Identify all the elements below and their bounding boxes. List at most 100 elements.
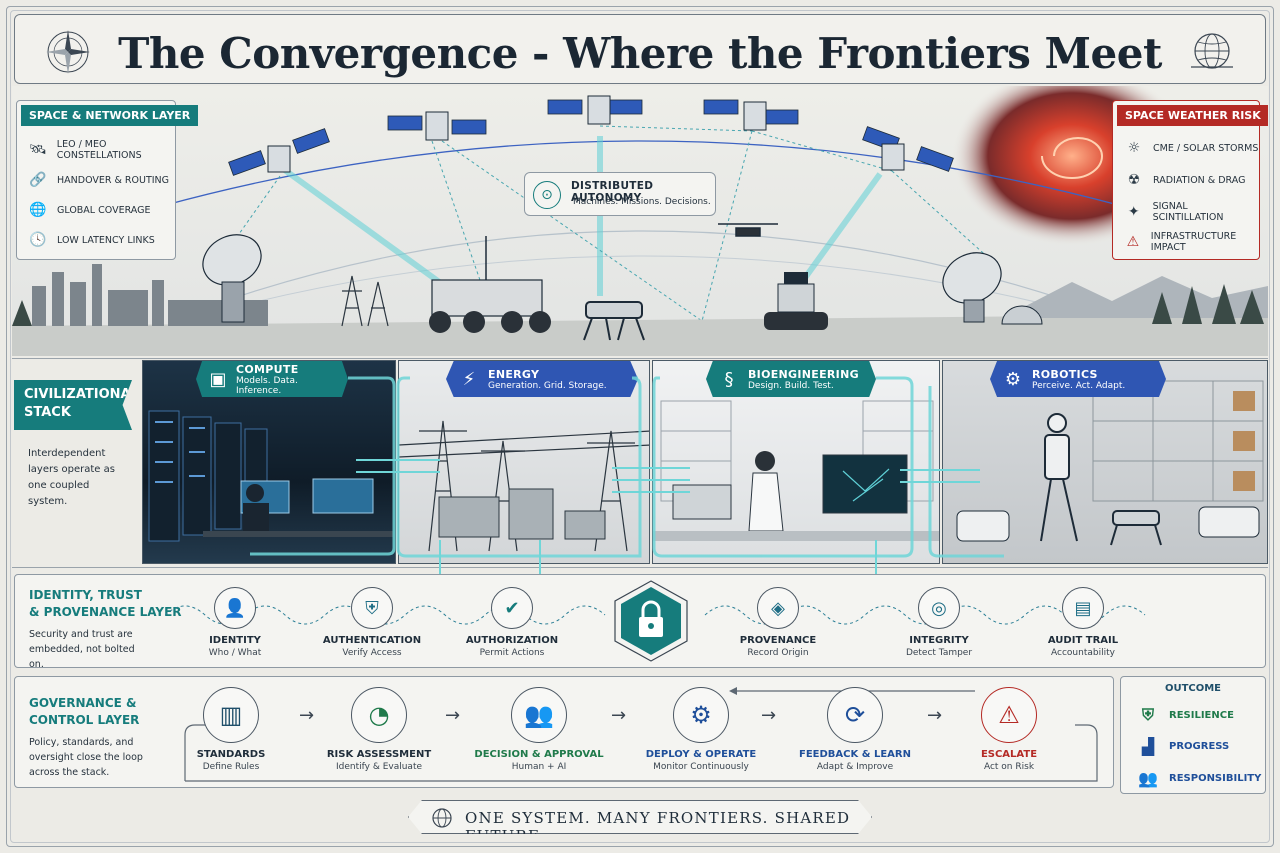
escalate-step: ⚠ ESCALATE Act on Risk — [939, 687, 1079, 772]
globe-icon: 🌐 — [29, 202, 47, 218]
space-scene: SPACE & NETWORK LAYER 🛰 LEO / MEO CONSTE… — [12, 86, 1268, 356]
user-icon: 👤 — [214, 587, 256, 629]
globe-icon — [432, 808, 452, 828]
governance-layer-panel: GOVERNANCE & CONTROL LAYER Policy, stand… — [14, 676, 1114, 788]
scene-illustration — [12, 86, 1268, 356]
dna-icon: § — [724, 368, 734, 390]
decision-approval-step: 👥 DECISION & APPROVAL Human + AI — [469, 687, 609, 772]
inner-frame — [10, 10, 1270, 843]
gear-icon: ⚙ — [673, 687, 729, 743]
lock-hexagon — [609, 579, 693, 663]
space-network-heading: SPACE & NETWORK LAYER — [21, 105, 199, 126]
autonomy-title: DISTRIBUTED AUTONOMY — [571, 180, 654, 204]
substation-illustration — [399, 420, 649, 552]
governance-layer-description: Policy, standards, and oversight close t… — [29, 737, 143, 778]
arrow-right-icon: → — [611, 705, 627, 726]
warehouse-illustration — [956, 380, 1264, 546]
autonomy-subtitle: Machines. Missions. Decisions. — [573, 197, 711, 207]
fingerprint-icon: ◎ — [918, 587, 960, 629]
satellite-icon — [228, 99, 954, 176]
arrow-right-icon: → — [927, 705, 943, 726]
radiation-icon: ☢ — [1127, 172, 1141, 188]
space-network-item: 🕓 LOW LATENCY LINKS — [29, 232, 155, 248]
warning-icon: ⚠ — [1126, 234, 1140, 250]
governance-layer-title: GOVERNANCE & CONTROL LAYER — [29, 696, 140, 727]
space-weather-item: ⚠ INFRASTRUCTURE IMPACT — [1126, 231, 1237, 253]
footer-tagline: ONE SYSTEM. MANY FRONTIERS. SHARED FUTUR… — [465, 809, 851, 845]
rover — [431, 279, 543, 317]
identity-layer-panel: IDENTITY, TRUST & PROVENANCE LAYER Secur… — [14, 574, 1266, 670]
space-network-item: 🔗 HANDOVER & ROUTING — [29, 172, 170, 188]
space-network-item: 🌐 GLOBAL COVERAGE — [29, 202, 151, 218]
identity-layer-title: IDENTITY, TRUST & PROVENANCE LAYER — [29, 588, 182, 619]
humanoid-robot — [1040, 413, 1078, 542]
clock-icon: 🕓 — [29, 232, 47, 248]
robot-dog — [583, 301, 645, 341]
stack-label: CIVILIZATIONAL STACK — [14, 380, 132, 430]
outcome-responsibility: 👥 RESPONSIBILITY — [1138, 769, 1262, 788]
refresh-icon: ⟳ — [827, 687, 883, 743]
satellite-icon: 🛰 — [29, 142, 47, 158]
civilizational-stack-band — [12, 358, 1268, 568]
compass-rose-icon — [46, 30, 90, 74]
provenance-node: ◈ PROVENANCE Record Origin — [718, 587, 838, 658]
document-icon: ▤ — [1062, 587, 1104, 629]
link-icon: 🔗 — [29, 172, 47, 188]
space-network-panel: SPACE & NETWORK LAYER 🛰 LEO / MEO CONSTE… — [16, 100, 199, 260]
outcome-resilience: ⛨ RESILIENCE — [1137, 705, 1234, 725]
broadcast-icon: ⊙ — [533, 181, 561, 209]
sparkle-icon: ✦ — [1127, 204, 1140, 220]
standards-step: ▥ STANDARDS Define Rules — [161, 687, 301, 772]
lightning-icon: ⚡ — [462, 368, 476, 390]
arrow-right-icon: → — [299, 705, 315, 726]
space-weather-item: ☼ CME / SOLAR STORMS — [1125, 139, 1259, 157]
space-weather-item: ☢ RADIATION & DRAG — [1125, 171, 1246, 189]
space-weather-panel: SPACE WEATHER RISK ☼ CME / SOLAR STORMS … — [1112, 100, 1268, 260]
outcome-progress: ▟ PROGRESS — [1137, 737, 1229, 756]
tracked-robot — [764, 272, 828, 330]
risk-assessment-step: ◔ RISK ASSESSMENT Identify & Evaluate — [309, 687, 449, 772]
drone — [718, 223, 778, 237]
arrow-right-icon: → — [761, 705, 777, 726]
bioengineering-tile — [652, 360, 940, 564]
book-icon: ▥ — [203, 687, 259, 743]
globe-icon — [1191, 33, 1233, 69]
arrow-right-icon: → — [445, 705, 461, 726]
outcome-title: OUTCOME — [1164, 683, 1222, 694]
robot-arm-icon: ⚙ — [1004, 368, 1022, 390]
identity-node: 👤 IDENTITY Who / What — [175, 587, 295, 658]
space-network-item: 🛰 LEO / MEO CONSTELLATIONS — [29, 139, 142, 161]
compute-tile — [142, 360, 396, 564]
identity-layer-description: Security and trust are embedded, not bol… — [29, 629, 135, 670]
people-icon: 👥 — [511, 687, 567, 743]
gauge-icon: ◔ — [351, 687, 407, 743]
space-weather-item: ✦ SIGNAL SCINTILLATION — [1125, 201, 1259, 223]
deploy-operate-step: ⚙ DEPLOY & OPERATE Monitor Continuously — [631, 687, 771, 772]
page-title: The Convergence - Where the Frontiers Me… — [118, 29, 1162, 78]
lab-illustration — [653, 400, 939, 541]
footer-banner: ONE SYSTEM. MANY FRONTIERS. SHARED FUTUR… — [408, 800, 872, 834]
outcome-panel: OUTCOME ⛨ RESILIENCE ▟ PROGRESS 👥 RESPON… — [1120, 676, 1266, 794]
cube-icon: ◈ — [757, 587, 799, 629]
outer-frame — [6, 6, 1274, 847]
lock-icon — [614, 580, 688, 662]
authentication-node: ⛨ AUTHENTICATION Verify Access — [312, 587, 432, 658]
data-center-illustration — [148, 410, 393, 542]
distributed-autonomy-box: ⊙ DISTRIBUTED AUTONOMY Machines. Mission… — [524, 172, 716, 216]
warning-icon: ⚠ — [981, 687, 1037, 743]
authorization-node: ✔ AUTHORIZATION Permit Actions — [452, 587, 572, 658]
title-bar: The Convergence - Where the Frontiers Me… — [14, 14, 1266, 84]
shield-check-icon: ⛨ — [1141, 705, 1154, 724]
bar-chart-icon: ▟ — [1141, 737, 1155, 756]
shield-key-icon: ⛨ — [351, 587, 393, 629]
integrity-node: ◎ INTEGRITY Detect Tamper — [879, 587, 999, 658]
sun-icon: ☼ — [1127, 140, 1141, 156]
shield-check-icon: ✔ — [491, 587, 533, 629]
audit-trail-node: ▤ AUDIT TRAIL Accountability — [1023, 587, 1143, 658]
people-icon: 👥 — [1138, 769, 1158, 788]
